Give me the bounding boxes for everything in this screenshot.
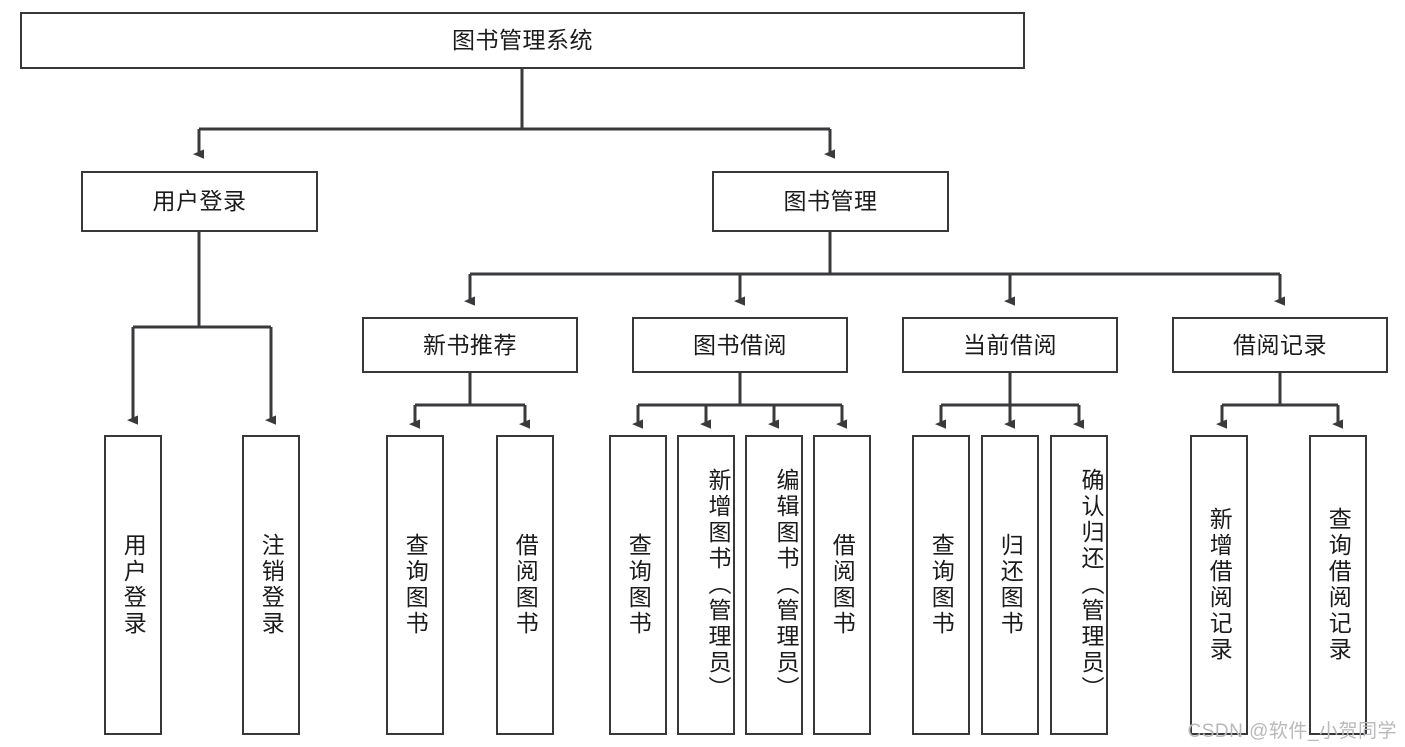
node-book-manage[interactable]: 图书管理 <box>712 171 949 232</box>
node-leaf-query-book-2-label: 查询图书 <box>625 533 652 637</box>
node-leaf-add-book[interactable]: 新增图书（管理员） <box>677 435 735 735</box>
node-leaf-user-login[interactable]: 用户登录 <box>104 435 162 735</box>
watermark: CSDN @软件_小贺同学 <box>1187 721 1397 742</box>
node-current-borrow-label: 当前借阅 <box>963 331 1057 358</box>
node-leaf-confirm-return-label: 确认归还（管理员） <box>1078 468 1104 702</box>
node-leaf-return-book-label: 归还图书 <box>997 533 1024 637</box>
node-leaf-add-record-label: 新增借阅记录 <box>1206 507 1233 663</box>
node-leaf-query-book-1[interactable]: 查询图书 <box>386 435 444 735</box>
node-leaf-logout-label: 注销登录 <box>258 533 285 637</box>
node-root[interactable]: 图书管理系统 <box>20 12 1025 69</box>
node-leaf-query-book-3[interactable]: 查询图书 <box>912 435 970 735</box>
node-leaf-add-record[interactable]: 新增借阅记录 <box>1190 435 1248 735</box>
node-user-login[interactable]: 用户登录 <box>81 171 318 232</box>
node-leaf-borrow-book-1-label: 借阅图书 <box>512 533 539 637</box>
node-leaf-borrow-book-2[interactable]: 借阅图书 <box>813 435 871 735</box>
node-book-borrow-label: 图书借阅 <box>693 331 787 358</box>
node-new-book-rec-label: 新书推荐 <box>423 331 517 358</box>
node-leaf-edit-book[interactable]: 编辑图书（管理员） <box>745 435 803 735</box>
node-leaf-query-record[interactable]: 查询借阅记录 <box>1309 435 1367 735</box>
node-leaf-query-book-2[interactable]: 查询图书 <box>609 435 667 735</box>
node-new-book-rec[interactable]: 新书推荐 <box>362 317 578 373</box>
node-leaf-user-login-label: 用户登录 <box>120 533 147 637</box>
node-leaf-return-book[interactable]: 归还图书 <box>981 435 1039 735</box>
node-leaf-confirm-return[interactable]: 确认归还（管理员） <box>1050 435 1108 735</box>
node-borrow-record-label: 借阅记录 <box>1233 331 1327 358</box>
node-leaf-borrow-book-1[interactable]: 借阅图书 <box>496 435 554 735</box>
node-leaf-add-book-label: 新增图书（管理员） <box>705 468 731 702</box>
node-leaf-query-book-3-label: 查询图书 <box>928 533 955 637</box>
node-leaf-query-record-label: 查询借阅记录 <box>1325 507 1352 663</box>
node-current-borrow[interactable]: 当前借阅 <box>902 317 1118 373</box>
node-user-login-label: 用户登录 <box>152 188 247 215</box>
node-leaf-query-book-1-label: 查询图书 <box>402 533 429 637</box>
node-leaf-borrow-book-2-label: 借阅图书 <box>829 533 856 637</box>
node-book-manage-label: 图书管理 <box>783 188 878 215</box>
node-leaf-edit-book-label: 编辑图书（管理员） <box>773 468 799 702</box>
node-borrow-record[interactable]: 借阅记录 <box>1172 317 1388 373</box>
node-leaf-logout[interactable]: 注销登录 <box>242 435 300 735</box>
node-book-borrow[interactable]: 图书借阅 <box>632 317 848 373</box>
node-root-label: 图书管理系统 <box>452 27 593 54</box>
